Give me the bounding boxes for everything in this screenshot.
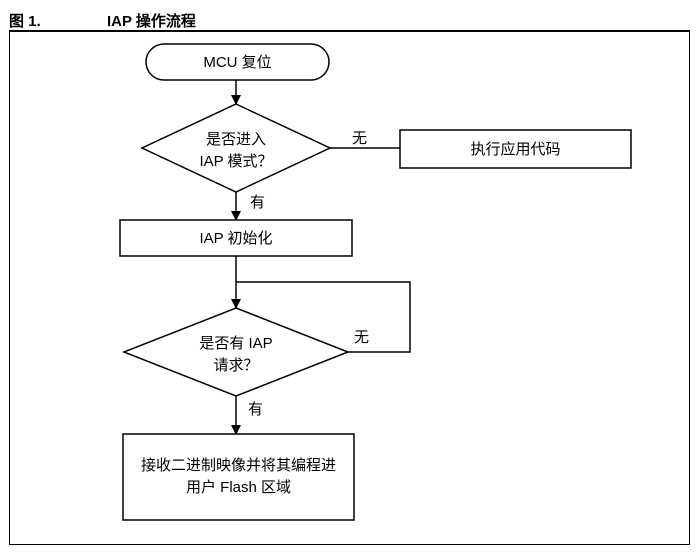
decision-enter-iap-line2: IAP 模式？ <box>199 153 272 170</box>
program-flash-box <box>122 433 355 521</box>
figure-number: 图 1. <box>9 13 41 30</box>
label-yes-2: 有 <box>248 401 263 418</box>
decision-iap-request-line2: 请求？ <box>213 357 258 374</box>
loop-decision2-no <box>236 281 411 353</box>
iap-init-box <box>119 219 353 257</box>
decision-enter-iap <box>140 103 332 193</box>
label-no-1: 无 <box>352 130 367 147</box>
program-flash-line1: 接收二进制映像并将其编程进 <box>141 457 336 474</box>
decision-iap-request <box>121 307 351 397</box>
run-app-code-label: 执行应用代码 <box>470 140 560 158</box>
run-app-code-box <box>399 129 632 169</box>
figure-frame <box>9 31 690 545</box>
start-node-label: MCU 复位 <box>203 53 271 71</box>
label-no-2: 无 <box>354 329 369 346</box>
decision-enter-iap-line1: 是否进入 <box>206 131 266 148</box>
figure-title: IAP 操作流程 <box>107 13 196 30</box>
label-yes-1: 有 <box>250 194 265 211</box>
figure-header: 图 1. IAP 操作流程 <box>9 8 690 32</box>
iap-init-label: IAP 初始化 <box>199 230 272 247</box>
decision-iap-request-line1: 是否有 IAP <box>199 335 272 352</box>
program-flash-line2: 用户 Flash 区域 <box>186 479 291 496</box>
start-node <box>145 43 330 81</box>
